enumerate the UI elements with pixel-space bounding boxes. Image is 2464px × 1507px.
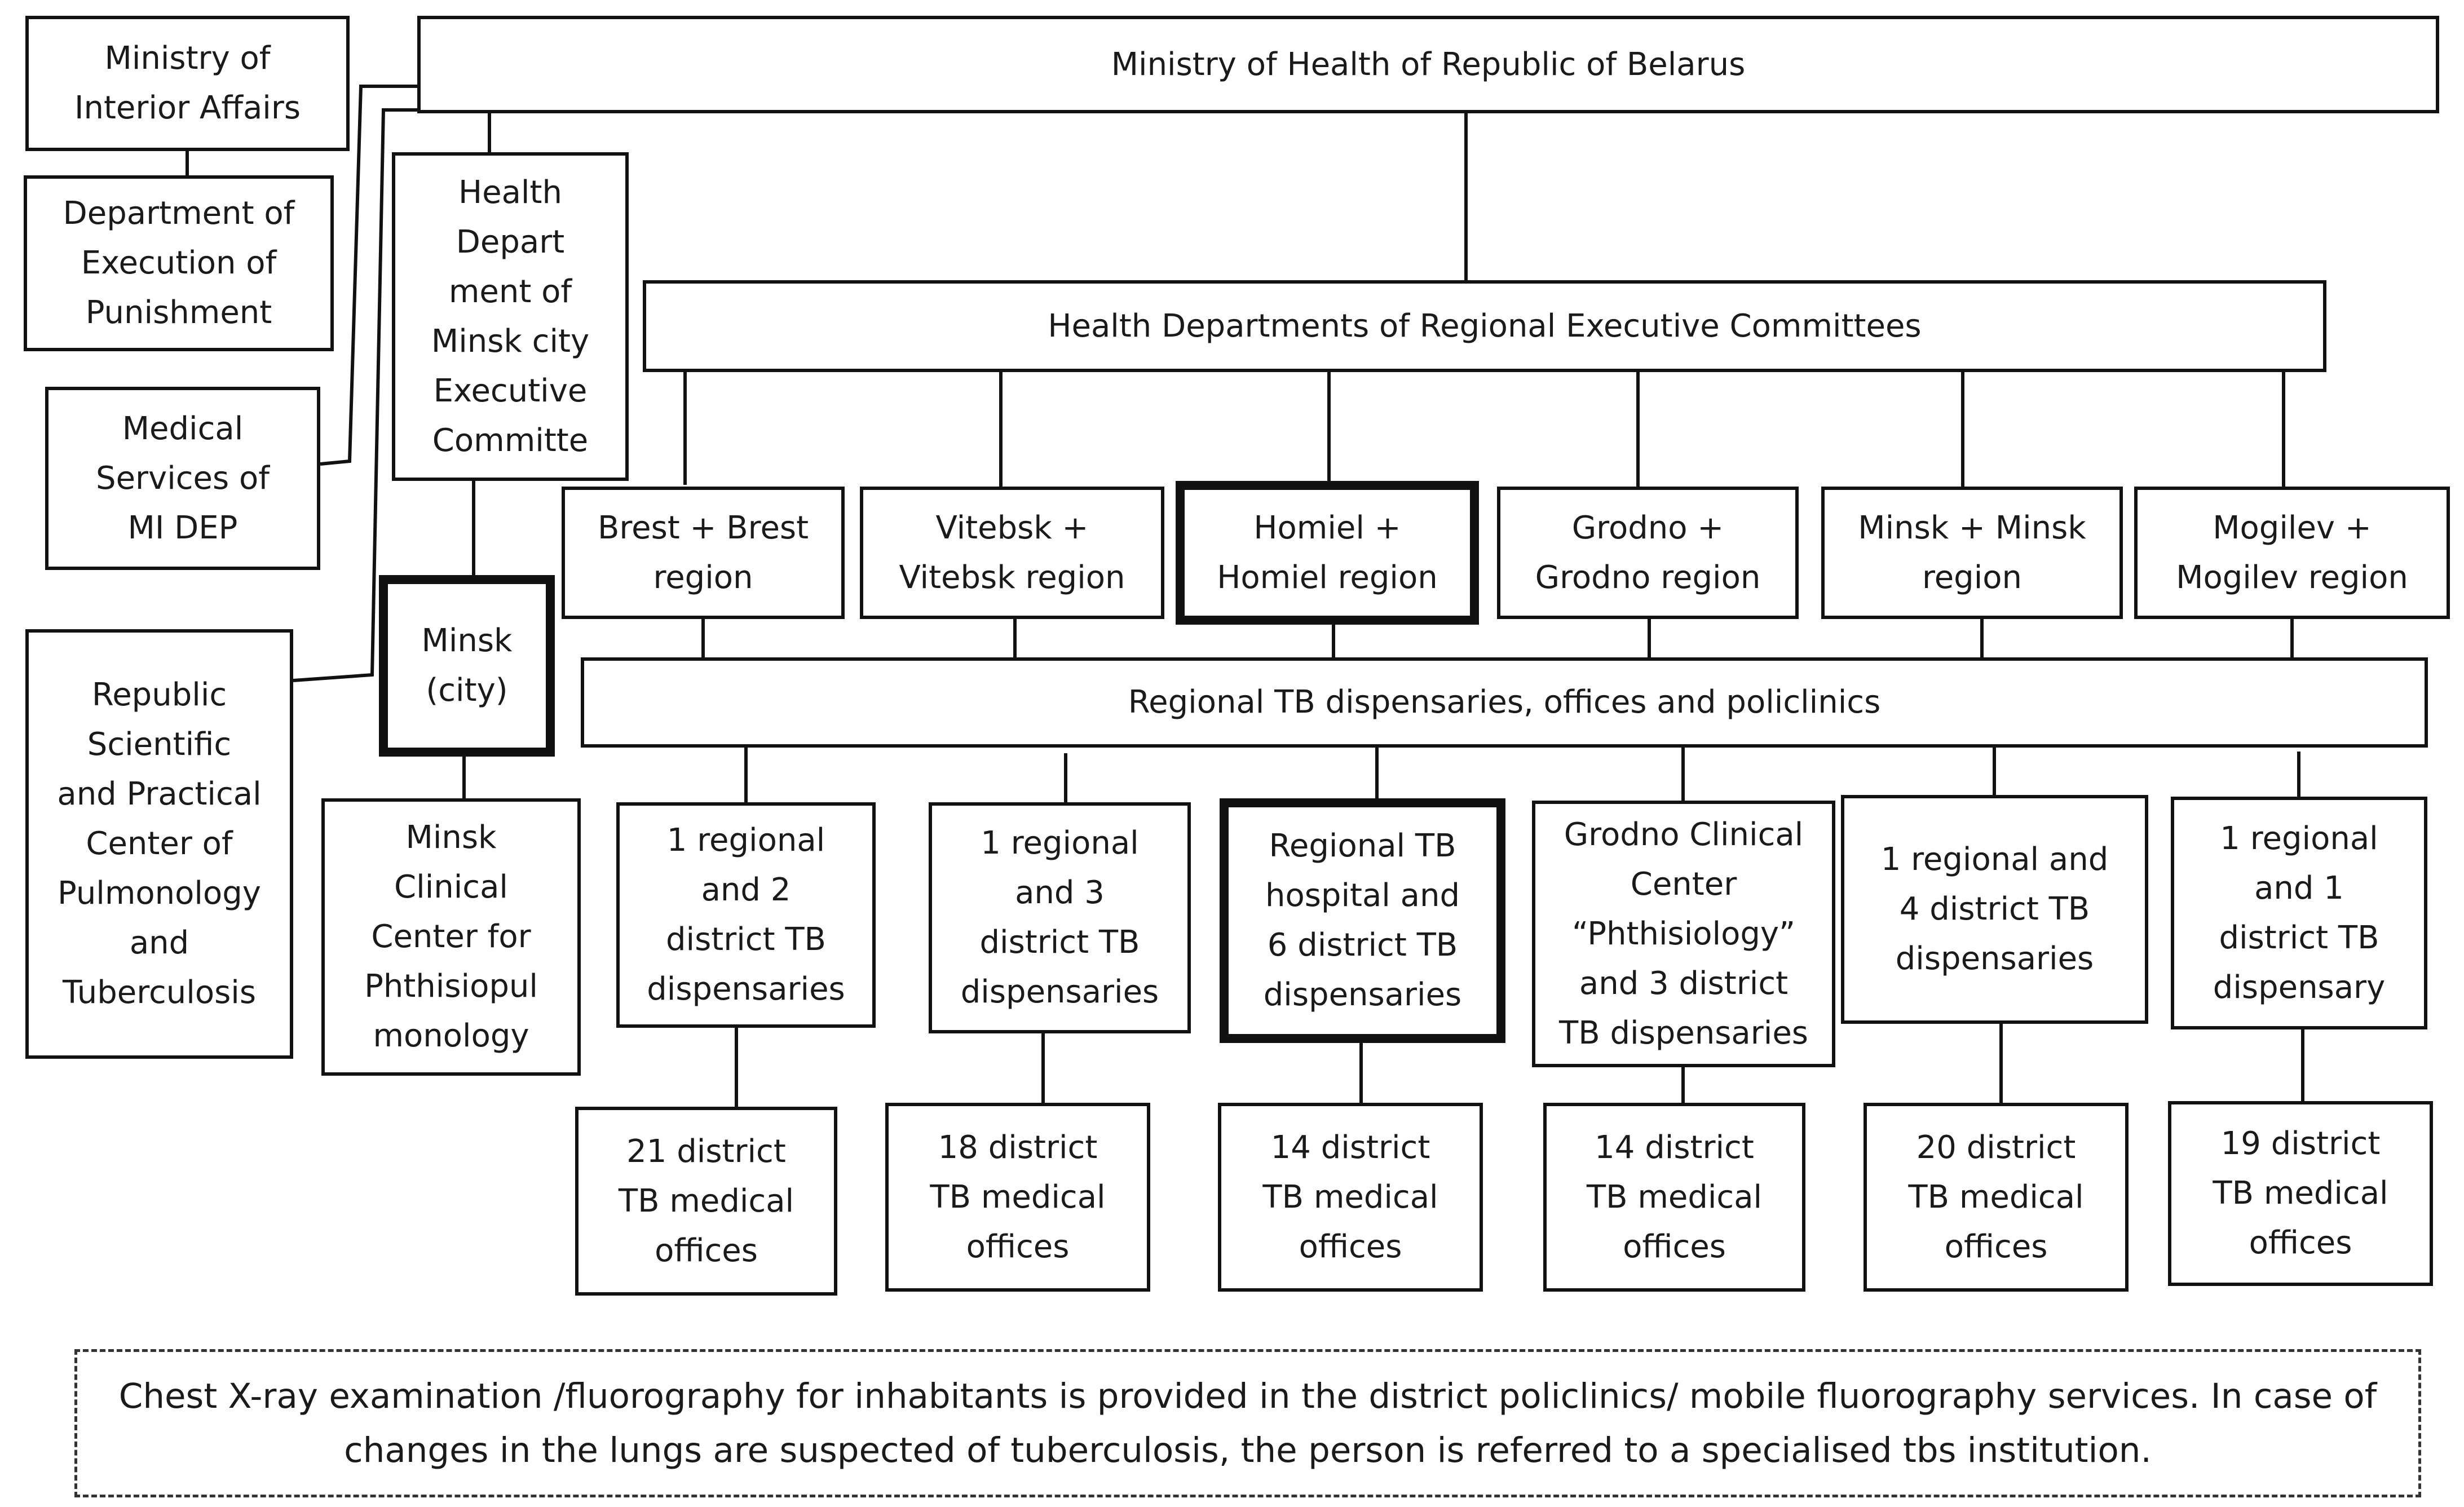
facilities-box-vitebsk: 1 regional and 3 district TB dispensarie…	[929, 802, 1191, 1033]
minsk-clinical-center-box: Minsk Clinical Center for Phthisiopul mo…	[321, 798, 581, 1076]
region-box-vitebsk: Vitebsk + Vitebsk region	[860, 487, 1164, 619]
facilities-box-mogilev: 1 regional and 1 district TB dispensary	[2171, 797, 2427, 1029]
facilities-box-brest: 1 regional and 2 district TB dispensarie…	[616, 802, 876, 1028]
region-box-grodno: Grodno + Grodno region	[1497, 487, 1799, 619]
offices-box-minsk: 20 district TB medical offices	[1864, 1103, 2129, 1292]
ministry-health-box: Ministry of Health of Republic of Belaru…	[417, 16, 2439, 113]
facilities-box-minsk: 1 regional and 4 district TB dispensarie…	[1841, 795, 2148, 1024]
region-box-minsk: Minsk + Minsk region	[1821, 487, 2123, 619]
minsk-city-box: Minsk (city)	[379, 575, 555, 757]
medical-services-box: Medical Services of MI DEP	[45, 387, 320, 570]
dept-execution-box: Department of Execution of Punishment	[24, 175, 334, 351]
offices-box-grodno: 14 district TB medical offices	[1543, 1103, 1805, 1292]
offices-box-vitebsk: 18 district TB medical offices	[885, 1103, 1150, 1292]
region-box-brest: Brest + Brest region	[562, 487, 845, 619]
health-dept-minsk-city-box: Health Depart ment of Minsk city Executi…	[392, 152, 629, 481]
offices-box-mogilev: 19 district TB medical offices	[2168, 1101, 2433, 1286]
facilities-box-homiel: Regional TB hospital and 6 district TB d…	[1220, 798, 1505, 1043]
regional-committees-box: Health Departments of Regional Executive…	[643, 280, 2326, 372]
offices-box-brest: 21 district TB medical offices	[575, 1107, 837, 1296]
republic-center-box: Republic Scientific and Practical Center…	[25, 629, 293, 1059]
regional-tb-dispensaries-box: Regional TB dispensaries, offices and po…	[581, 657, 2428, 748]
facilities-box-grodno: Grodno Clinical Center “Phthisiology” an…	[1532, 801, 1835, 1067]
offices-box-homiel: 14 district TB medical offices	[1218, 1103, 1483, 1292]
note-box: Chest X-ray examination /fluorography fo…	[74, 1349, 2421, 1497]
ministry-interior-box: Ministry of Interior Affairs	[25, 16, 350, 151]
connector-health-medical-services	[320, 85, 417, 466]
region-box-homiel: Homiel + Homiel region	[1176, 481, 1479, 625]
region-box-mogilev: Mogilev + Mogilev region	[2134, 487, 2450, 619]
connector-health-republic-center	[293, 108, 417, 682]
